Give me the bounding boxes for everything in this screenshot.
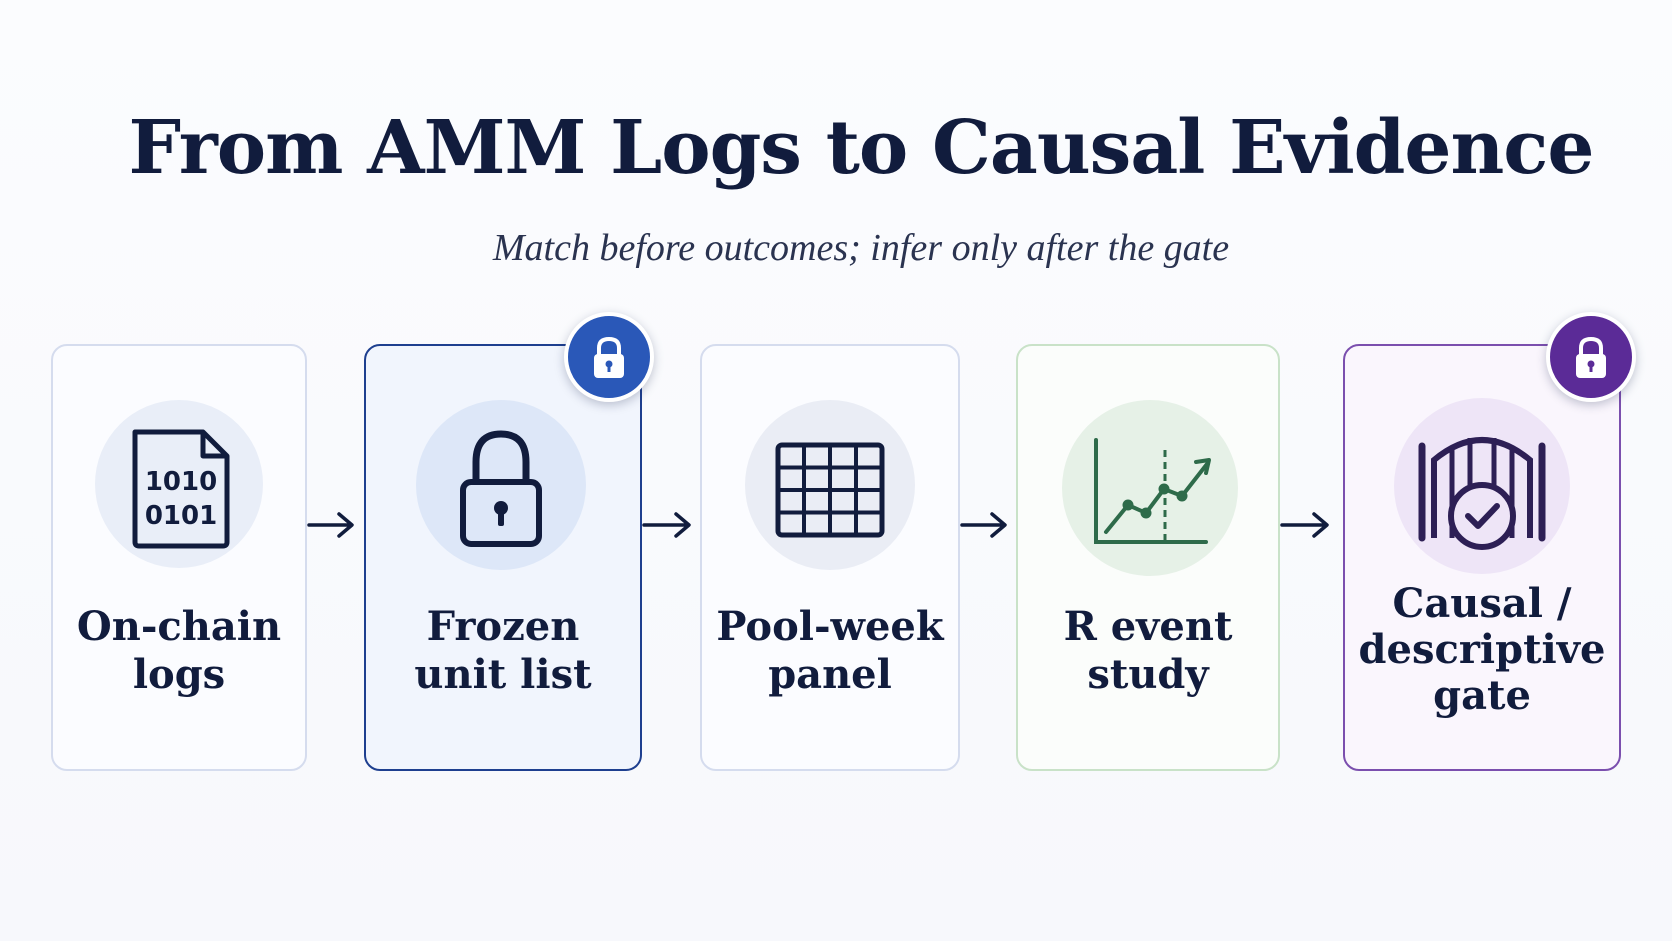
step-label: Pool-week panel (716, 603, 944, 698)
lock-badge-icon (1546, 312, 1636, 402)
flow-arrow-icon (307, 510, 357, 540)
svg-text:0101: 0101 (145, 501, 217, 531)
flow-arrow-icon (642, 510, 694, 540)
line-chart-icon (1062, 400, 1238, 576)
step-label: R event study (1063, 603, 1233, 698)
step-card-pool-week-panel: Pool-week panel (700, 344, 960, 771)
page-title: From AMM Logs to Causal Evidence (128, 105, 1595, 191)
page-subtitle: Match before outcomes; infer only after … (492, 227, 1230, 269)
step-card-frozen-unit-list: Frozen unit list (364, 344, 642, 771)
flow-arrow-icon (960, 510, 1010, 540)
step-card-r-event-study: R event study (1016, 344, 1280, 771)
step-card-on-chain-logs: 1010 0101 On-chain logs (51, 344, 307, 771)
padlock-icon (416, 400, 586, 570)
step-card-causal-descriptive-gate: Causal / descriptive gate (1343, 344, 1621, 771)
lock-badge-icon (564, 312, 654, 402)
gate-check-icon (1394, 398, 1570, 574)
step-label: Frozen unit list (414, 603, 592, 698)
table-grid-icon (745, 400, 915, 570)
step-label: Causal / descriptive gate (1358, 580, 1606, 719)
binary-file-icon: 1010 0101 (95, 400, 263, 568)
step-label: On-chain logs (76, 603, 282, 698)
svg-text:1010: 1010 (145, 467, 217, 497)
flow-arrow-icon (1280, 510, 1332, 540)
